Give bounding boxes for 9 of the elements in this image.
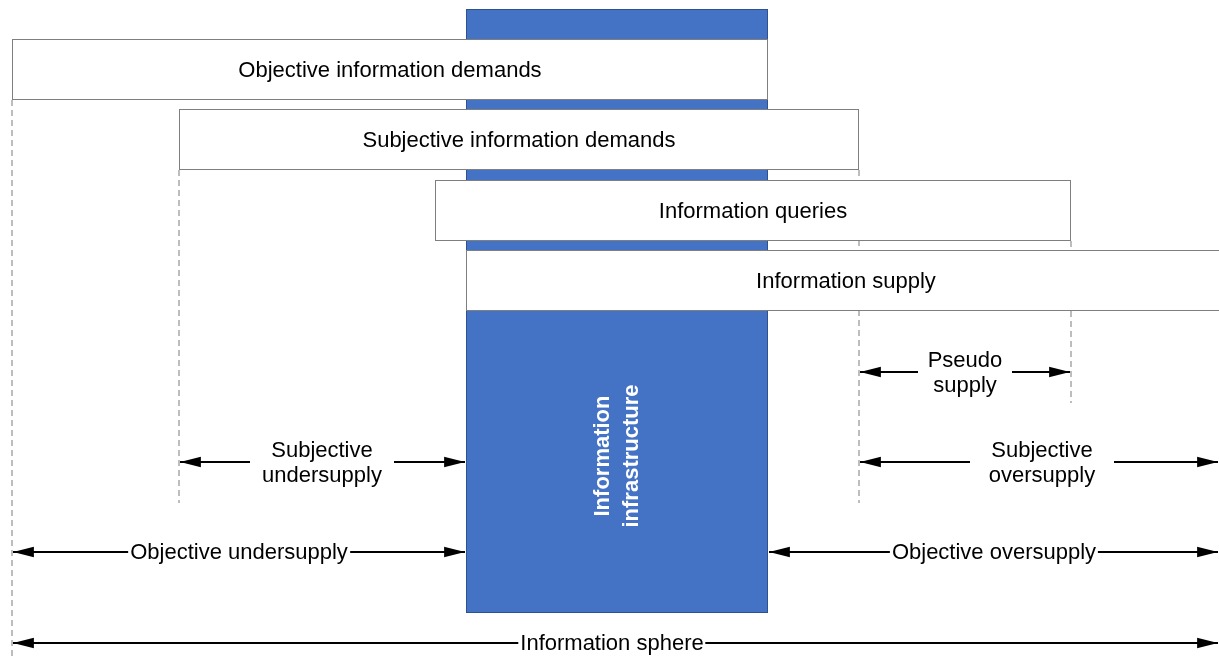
category-box [12, 39, 768, 100]
bar-label: Information infrastructure [588, 383, 644, 530]
category-box [466, 250, 1219, 311]
category-box [179, 109, 859, 170]
box-label: Objective information demands [238, 56, 542, 83]
box-label: Information queries [658, 197, 848, 224]
box-label: Information supply [756, 267, 936, 294]
box-label: Subjective information demands [362, 126, 676, 153]
category-box [435, 180, 1071, 241]
